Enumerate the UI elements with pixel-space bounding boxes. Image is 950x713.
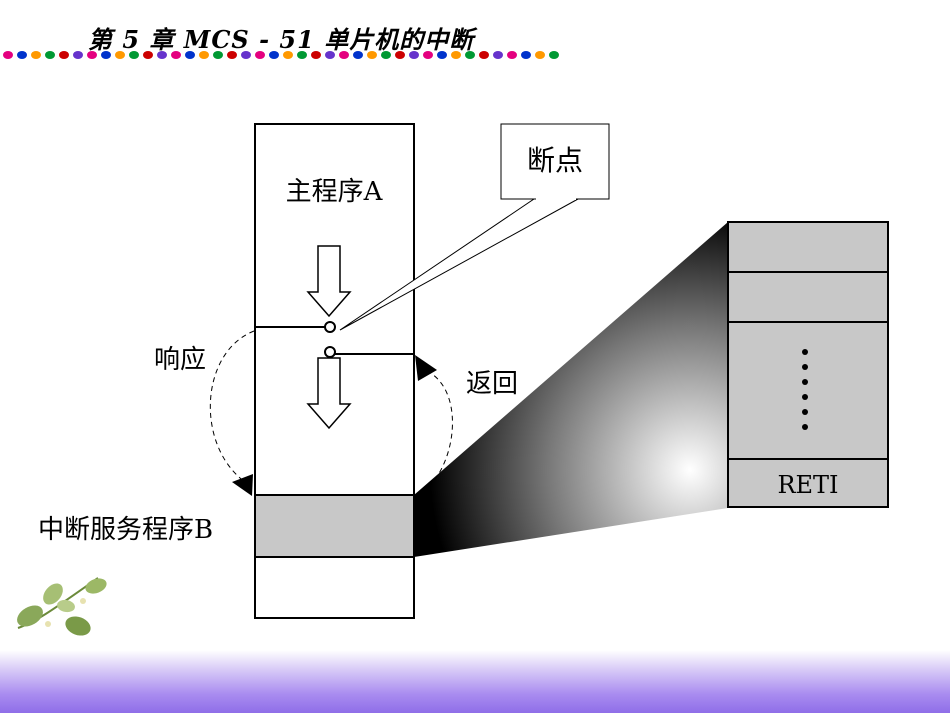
decorative-dot: [367, 51, 377, 59]
respond-arrow-path: [209, 330, 255, 483]
breakpoint-marker-in: [324, 321, 336, 333]
ellipsis-dots: [802, 349, 808, 430]
breakpoint-callout-box: [500, 123, 610, 200]
decorative-dot: [297, 51, 307, 59]
respond-arrowhead: [232, 474, 253, 496]
decorative-dot: [325, 51, 335, 59]
decorative-dot: [465, 51, 475, 59]
decorative-dot: [437, 51, 447, 59]
decorative-dot: [115, 51, 125, 59]
decorative-dot: [269, 51, 279, 59]
decorative-dot: [45, 51, 55, 59]
decorative-dot: [101, 51, 111, 59]
decorative-dot: [451, 51, 461, 59]
breakpoint-label: 断点: [527, 144, 583, 177]
zoom-wedge: [414, 222, 728, 557]
decorative-dot: [423, 51, 433, 59]
flow-arrow-top: [306, 245, 352, 318]
isr-detail-box: [727, 221, 889, 508]
leaf-icon: [17, 577, 107, 636]
decorative-dot: [339, 51, 349, 59]
main-program-label: 主程序A: [286, 177, 384, 207]
decorative-dot: [129, 51, 139, 59]
decorative-dot: [31, 51, 41, 59]
decorative-dot: [73, 51, 83, 59]
decorative-dot-row: [3, 51, 559, 59]
reti-label: RETI: [777, 471, 838, 499]
decorative-dot: [549, 51, 559, 59]
decorative-dot: [87, 51, 97, 59]
decorative-dot: [507, 51, 517, 59]
decorative-dot: [353, 51, 363, 59]
return-label: 返回: [466, 369, 518, 399]
respond-label: 响应: [154, 345, 206, 375]
isr-label: 中断服务程序B: [38, 515, 213, 545]
decorative-dot: [143, 51, 153, 59]
decorative-dot: [17, 51, 27, 59]
decorative-dot: [59, 51, 69, 59]
decorative-dot: [255, 51, 265, 59]
decorative-dot: [157, 51, 167, 59]
decorative-dot: [535, 51, 545, 59]
decorative-dot: [241, 51, 251, 59]
decorative-dot: [381, 51, 391, 59]
decorative-dot: [493, 51, 503, 59]
decorative-dot: [3, 51, 13, 59]
return-arrow-path: [413, 369, 453, 498]
decorative-dot: [283, 51, 293, 59]
return-arrowhead: [415, 355, 437, 381]
slide-title: 第 5 章 MCS - 51 单片机的中断: [88, 25, 475, 54]
decorative-dot: [311, 51, 321, 59]
decorative-dot: [395, 51, 405, 59]
decorative-dot: [521, 51, 531, 59]
decorative-dot: [479, 51, 489, 59]
decorative-dot: [171, 51, 181, 59]
decorative-dot: [199, 51, 209, 59]
decorative-dot: [409, 51, 419, 59]
breakpoint-marker-out: [324, 346, 336, 358]
footer-gradient-band: [0, 650, 950, 713]
flow-arrow-bottom: [306, 357, 352, 430]
decorative-dot: [213, 51, 223, 59]
isr-block: [254, 494, 415, 558]
decorative-dot: [227, 51, 237, 59]
decorative-dot: [185, 51, 195, 59]
